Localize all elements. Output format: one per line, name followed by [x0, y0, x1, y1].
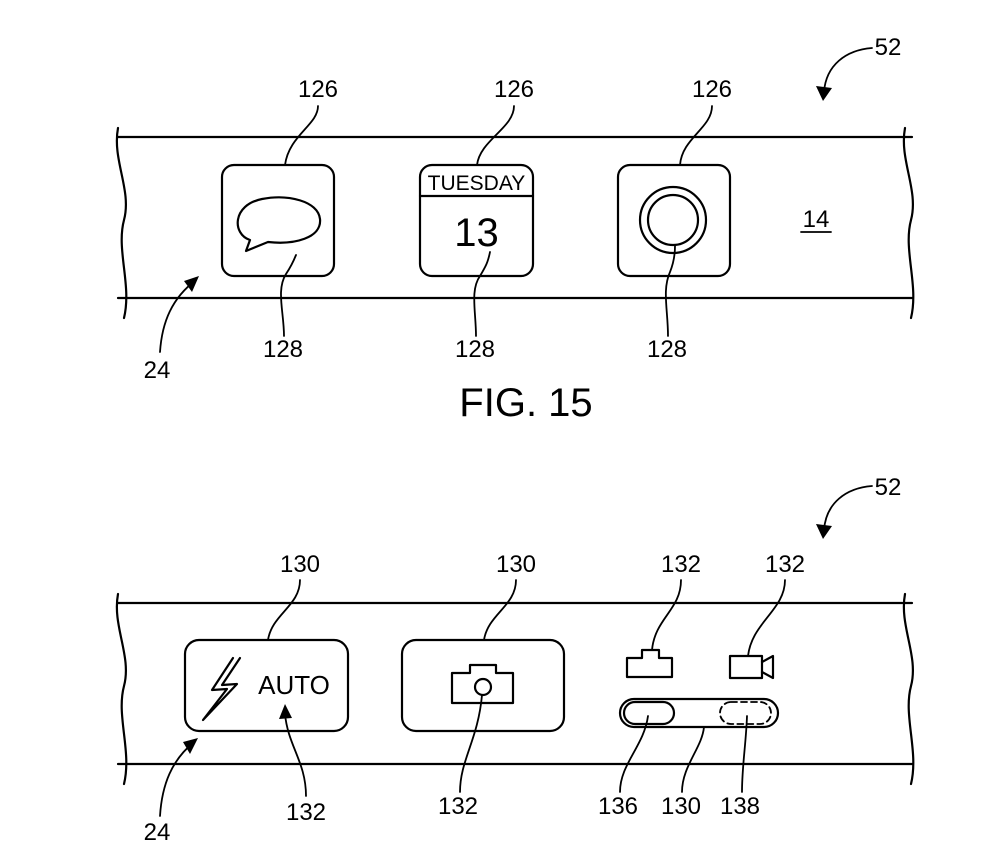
ref-device: 52: [875, 34, 902, 61]
ref-band: 24: [144, 819, 171, 844]
calendar-day-label: TUESDAY: [428, 172, 526, 195]
ref-icon-1: 128: [263, 336, 303, 363]
flash-auto-label: AUTO: [258, 670, 330, 700]
speech-bubble-icon: [236, 196, 322, 253]
ref-slider-track: 130: [661, 793, 701, 820]
ref-slider-thumb: 136: [598, 793, 638, 820]
ref-icon-3: 128: [647, 336, 687, 363]
slider-photo-camera-icon: [625, 648, 674, 679]
camera-icon: [450, 663, 515, 705]
ref-surface: 14: [803, 206, 830, 233]
figure-15: TUESDAY 13 14 126 126 126 128 128 128 24: [115, 34, 915, 425]
camera-button[interactable]: [400, 638, 566, 733]
ref-icon-video-mode: 132: [765, 551, 805, 578]
calendar-date-label: 13: [454, 211, 499, 255]
ref-band: 24: [144, 357, 171, 384]
ref-button-1: 126: [298, 76, 338, 103]
slider-alt-position: [719, 701, 772, 725]
ref-button-flash: 130: [280, 551, 320, 578]
ref-slider-alt-position: 138: [720, 793, 760, 820]
ring-icon: [638, 185, 708, 255]
ref-button-3: 126: [692, 76, 732, 103]
message-button[interactable]: [220, 163, 336, 278]
ref-button-2: 126: [494, 76, 534, 103]
ref-device: 52: [875, 474, 902, 501]
band-strip-bottom: [115, 592, 915, 786]
figure-caption: FIG. 15: [459, 381, 592, 425]
slider-thumb[interactable]: [622, 700, 676, 726]
slider-video-camera-icon: [728, 654, 775, 680]
slider-track[interactable]: [618, 697, 780, 729]
flash-auto-button[interactable]: AUTO: [183, 638, 350, 733]
ref-button-camera: 130: [496, 551, 536, 578]
lightning-bolt-icon: [201, 656, 242, 722]
ref-icon-2: 128: [455, 336, 495, 363]
figure-16: AUTO 130 130 1: [115, 474, 915, 844]
ref-icon-flash-label: 132: [286, 799, 326, 826]
photo-video-mode-slider[interactable]: [618, 648, 780, 729]
ring-button[interactable]: [616, 163, 732, 278]
ref-icon-photo-mode: 132: [661, 551, 701, 578]
ref-icon-camera: 132: [438, 793, 478, 820]
calendar-button[interactable]: TUESDAY 13: [418, 163, 535, 278]
band-strip-top: [115, 126, 915, 320]
